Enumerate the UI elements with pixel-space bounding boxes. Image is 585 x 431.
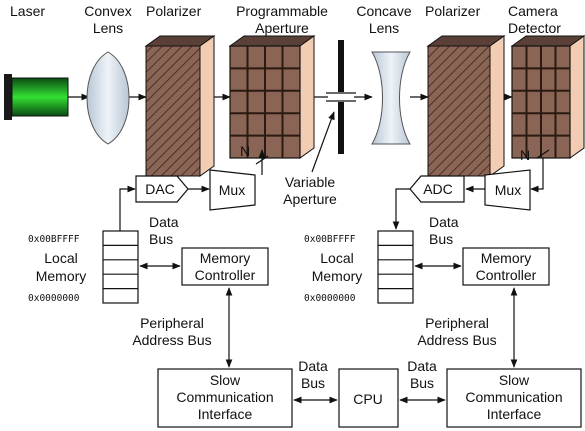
left-memory-controller: [181, 247, 269, 286]
adc-block: [409, 175, 465, 203]
polarizer-1-label: Polarizer: [146, 3, 202, 19]
laser-source: [4, 74, 69, 120]
left-mux: [209, 169, 256, 211]
cpu-block: [338, 368, 399, 428]
left-bus-width-label: N: [240, 143, 250, 159]
left-local-memory: [102, 230, 139, 304]
polarizer-1-icon: [144, 35, 216, 177]
slow-comm-left: [157, 368, 293, 428]
right-n-bus: [530, 158, 544, 193]
camera-detector-icon: [510, 35, 585, 159]
polarizer-2-icon: [426, 35, 506, 177]
right-bus-width-label: N: [520, 147, 530, 163]
dac-label: DAC: [145, 181, 175, 197]
variable-aperture-pointer: [311, 111, 335, 173]
convex-lens-icon: [86, 51, 130, 145]
polarizer-2-label: Polarizer: [425, 3, 481, 19]
left-mem-top-address: 0x00BFFFF: [28, 234, 80, 245]
concave-lens-icon: [371, 51, 411, 145]
right-mem-bottom-address: 0x0000000: [304, 293, 356, 304]
left-mem-to-dac: [119, 185, 136, 231]
right-mem-top-address: 0x00BFFFF: [304, 234, 356, 245]
programmable-aperture-icon: [228, 35, 316, 159]
slow-comm-right: [446, 368, 582, 428]
left-mux-label: Mux: [219, 182, 245, 198]
variable-aperture-icon: [326, 40, 356, 154]
right-memory-controller: [462, 247, 550, 286]
laser-label: Laser: [10, 3, 45, 19]
dac-block: [135, 175, 189, 203]
right-mux-label: Mux: [495, 182, 521, 198]
left-mem-bottom-address: 0x0000000: [28, 293, 80, 304]
right-mux: [484, 169, 531, 211]
right-adc-to-mem: [392, 188, 410, 230]
adc-label: ADC: [423, 181, 453, 197]
right-local-memory: [377, 230, 414, 304]
cpu-label: CPU: [353, 391, 383, 407]
